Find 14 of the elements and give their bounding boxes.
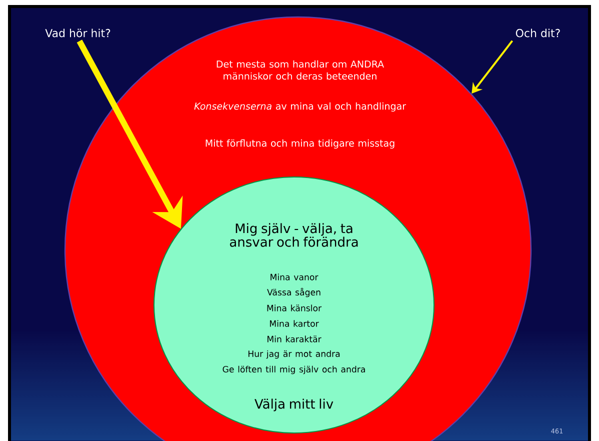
circle-text: Mitt förflutna och mina tidigare misstag <box>206 139 394 149</box>
heading: Mig själv - välja, ta ansvar och förändra <box>230 223 358 247</box>
question-label: Vad hör hit? <box>45 28 110 38</box>
list-item: Mina känslor <box>267 304 322 312</box>
list-item: Ge löften till mig själv och andra <box>222 366 365 374</box>
circle-text: Det mesta som handlar om ANDRA människor och deras beteenden <box>216 60 384 80</box>
list-item: Hur jag är mot andra <box>248 350 340 359</box>
heading: Välja mitt liv <box>254 398 334 412</box>
list-item: Mina vanor <box>270 274 318 280</box>
question-label: Och dit? <box>516 28 560 38</box>
circle-text: Konsekvenserna av mina val och handlingar <box>194 102 406 112</box>
list-item: Vässa sågen <box>267 288 320 298</box>
list-item: Mina kartor <box>270 320 319 327</box>
list-item: Min karaktär <box>268 336 322 342</box>
